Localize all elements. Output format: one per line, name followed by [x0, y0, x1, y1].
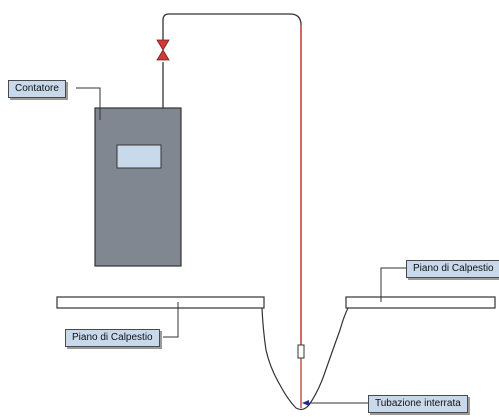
meter-display-window [116, 144, 162, 169]
leader-piano-left [163, 302, 179, 338]
pipe-fitting [297, 344, 305, 359]
leader-tubazione-arrowhead [302, 400, 309, 406]
gas-meter-box [94, 107, 182, 267]
floor-slab-right [345, 296, 496, 309]
leader-piano-right [380, 267, 406, 302]
trench-outline [261, 307, 349, 411]
label-tubazione-interrata: Tubazione interrata [368, 395, 468, 413]
valve-icon [156, 39, 170, 61]
label-piano-di-calpestio-right: Piano di Calpestio [406, 260, 499, 278]
label-piano-di-calpestio-left: Piano di Calpestio [65, 329, 160, 347]
supply-pipe-upper [162, 13, 302, 40]
leader-contatore [76, 87, 101, 120]
label-contatore: Contatore [8, 80, 66, 98]
floor-slab-left [56, 296, 265, 309]
